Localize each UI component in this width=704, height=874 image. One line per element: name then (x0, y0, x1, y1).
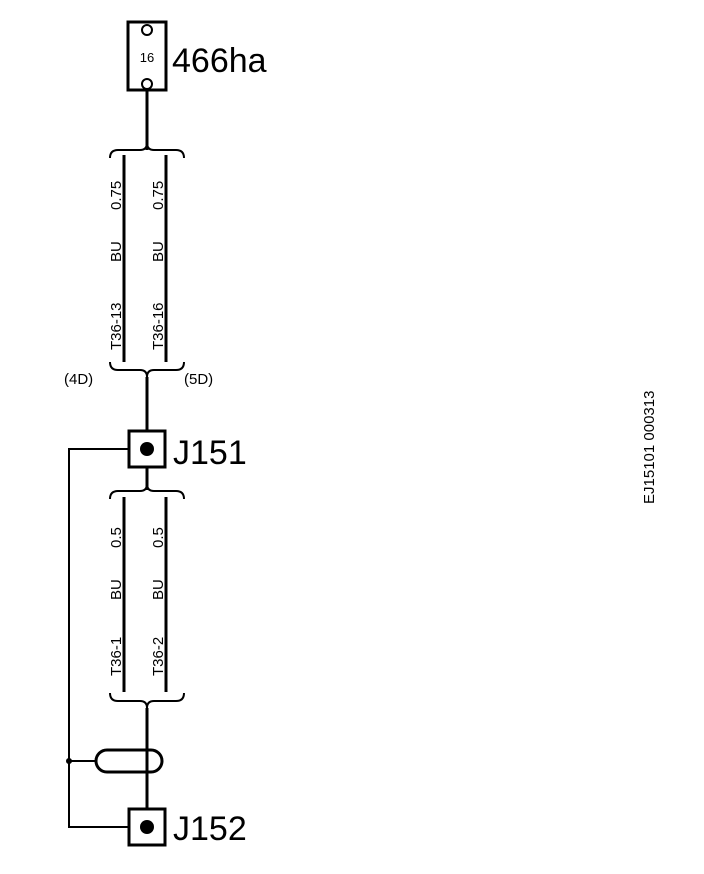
wire-color-label: BU (108, 241, 125, 262)
reference-left: (4D) (64, 371, 93, 388)
wire-size-label: 0.75 (108, 181, 125, 210)
wire-color-label: BU (150, 241, 167, 262)
wire-terminal-label: T36-13 (108, 302, 125, 350)
wire-size-label: 0.5 (150, 527, 167, 548)
figure-id: EJ15101 000313 (641, 391, 658, 504)
wire-terminal-label: T36-1 (108, 637, 125, 676)
shield-oval (94, 748, 164, 774)
ground-point-j152 (127, 807, 167, 847)
lower-brace-top (109, 483, 185, 500)
wire-color-label: BU (150, 579, 167, 600)
ground-point-j151 (127, 429, 167, 469)
connector-466ha: 16 (126, 20, 168, 92)
wire-terminal-label: T36-2 (150, 637, 167, 676)
ground-point-label: J152 (173, 810, 247, 848)
connector-pin-number: 16 (140, 50, 154, 65)
reference-right: (5D) (184, 371, 213, 388)
wire-terminal-label: T36-16 (150, 302, 167, 350)
lower-brace-bottom (109, 692, 185, 709)
upper-brace-bottom (109, 361, 185, 378)
wire-size-label: 0.5 (108, 527, 125, 548)
junction-dot (66, 758, 72, 764)
connector-label: 466ha (172, 42, 267, 80)
ground-point-label: J151 (173, 434, 247, 472)
wire-size-label: 0.75 (150, 181, 167, 210)
shield-wire (68, 448, 130, 828)
wire-color-label: BU (108, 579, 125, 600)
upper-brace-top (109, 142, 185, 159)
